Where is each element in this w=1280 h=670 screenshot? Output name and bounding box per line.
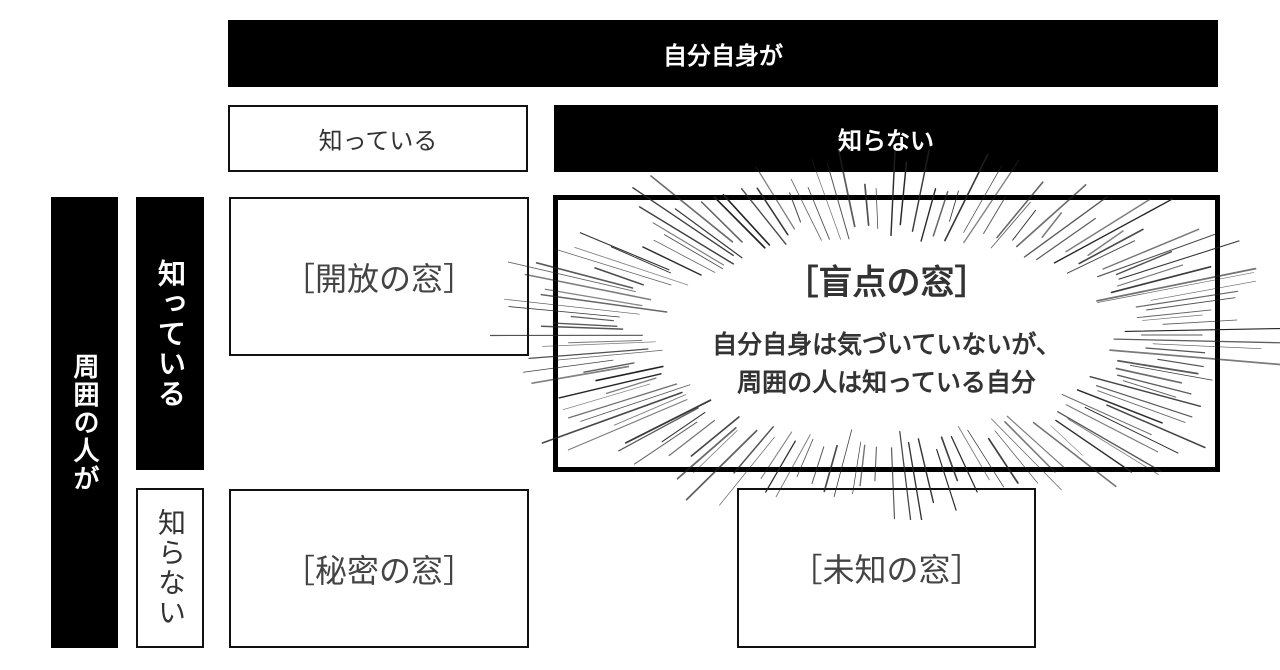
others-axis-label: 周囲の人が xyxy=(69,352,99,493)
row-header-others-unknown: 知らない xyxy=(136,488,204,648)
unknown-window-label: ［未知の窓］ xyxy=(790,551,983,589)
unknown-window-box: ［未知の窓］ xyxy=(737,488,1036,648)
secret-window-label: ［秘密の窓］ xyxy=(282,551,475,590)
self-axis-header: 自分自身が xyxy=(228,20,1218,87)
column-header-self-known: 知っている xyxy=(228,105,528,172)
blind-window-description: 自分自身は気づいていないが、 周囲の人は知っている自分 xyxy=(712,326,1061,402)
row-label-unknown: 知らない xyxy=(154,508,187,628)
column-label-known: 知っている xyxy=(318,127,438,155)
blind-window-content: ［盲点の窓］ 自分自身は気づいていないが、 周囲の人は知っている自分 xyxy=(553,195,1220,472)
open-window-label: ［開放の窓］ xyxy=(282,259,475,298)
column-label-unknown: 知らない xyxy=(838,127,934,155)
row-label-known: 知っている xyxy=(154,258,187,409)
row-header-others-known: 知っている xyxy=(136,197,204,470)
blind-description-line-1: 自分自身は気づいていないが、 xyxy=(712,330,1061,359)
secret-window-box: ［秘密の窓］ xyxy=(229,489,529,648)
self-axis-label: 自分自身が xyxy=(663,42,783,70)
blind-description-line-2: 周囲の人は知っている自分 xyxy=(737,368,1036,397)
column-header-self-unknown: 知らない xyxy=(554,105,1218,172)
open-window-box: ［開放の窓］ xyxy=(229,197,529,356)
blind-window-label: ［盲点の窓］ xyxy=(784,263,989,303)
others-axis-header: 周囲の人が xyxy=(51,197,118,648)
